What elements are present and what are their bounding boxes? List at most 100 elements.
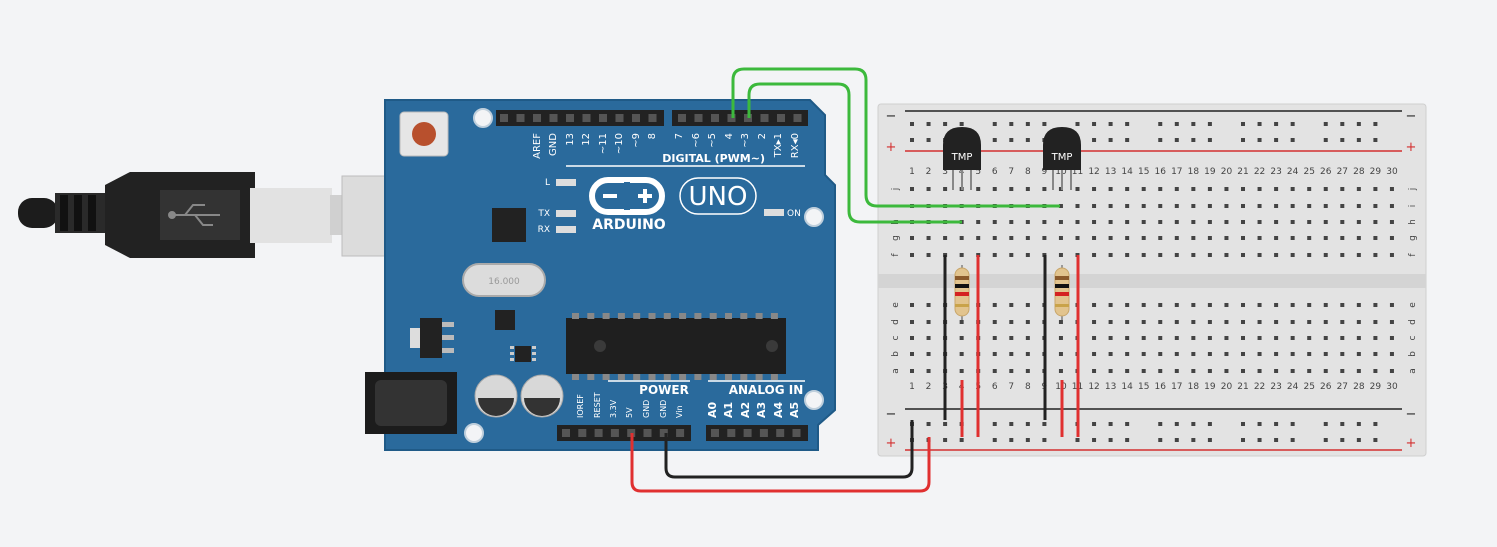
breadboard-hole[interactable] [910,253,914,257]
breadboard-hole[interactable] [1224,187,1229,191]
breadboard[interactable]: − − + + − − + + 112233445566778899101011… [877,103,1427,457]
breadboard-hole[interactable] [1307,204,1312,208]
breadboard-hole[interactable] [1323,187,1328,191]
breadboard-hole[interactable] [1174,369,1179,373]
breadboard-hole[interactable] [1174,303,1179,307]
breadboard-hole[interactable] [1356,438,1361,442]
breadboard-hole[interactable] [1009,187,1014,191]
breadboard-hole[interactable] [1340,320,1345,324]
breadboard-hole[interactable] [1323,204,1328,208]
breadboard-hole[interactable] [1092,138,1097,142]
header-pin[interactable] [727,429,736,437]
breadboard-hole[interactable] [1323,220,1328,224]
power-jumper-wire[interactable] [960,255,1080,437]
breadboard-hole[interactable] [992,369,997,373]
breadboard-hole[interactable] [1323,438,1328,442]
header-pin[interactable] [760,114,769,122]
breadboard-hole[interactable] [976,220,981,224]
breadboard-hole[interactable] [1323,253,1328,257]
breadboard-hole[interactable] [1191,204,1196,208]
breadboard-hole[interactable] [1207,336,1212,340]
breadboard-hole[interactable] [1290,369,1295,373]
header-pin[interactable] [562,429,570,437]
header-pin[interactable] [643,429,652,437]
breadboard-hole[interactable] [1257,303,1262,307]
breadboard-hole[interactable] [1274,220,1279,224]
breadboard-hole[interactable] [1092,336,1097,340]
breadboard-hole[interactable] [959,236,964,240]
breadboard-hole[interactable] [959,369,964,373]
header-pin[interactable] [676,429,685,437]
breadboard-hole[interactable] [1274,320,1279,324]
breadboard-hole[interactable] [1356,236,1361,240]
breadboard-hole[interactable] [1241,303,1245,307]
breadboard-hole[interactable] [1174,204,1179,208]
breadboard-hole[interactable] [1340,369,1345,373]
breadboard-hole[interactable] [1174,422,1179,426]
breadboard-hole[interactable] [1257,438,1262,442]
header-pin[interactable] [566,114,574,122]
breadboard-hole[interactable] [1025,236,1030,240]
breadboard-hole[interactable] [1042,187,1047,191]
breadboard-hole[interactable] [1241,122,1245,126]
temperature-sensor[interactable]: TMP [1043,127,1081,190]
breadboard-hole[interactable] [1158,236,1163,240]
breadboard-hole[interactable] [1025,422,1030,426]
breadboard-hole[interactable] [1323,122,1328,126]
breadboard-hole[interactable] [1025,336,1030,340]
breadboard-hole[interactable] [1108,187,1113,191]
breadboard-hole[interactable] [1274,422,1279,426]
breadboard-hole[interactable] [1092,220,1097,224]
breadboard-hole[interactable] [1307,220,1312,224]
breadboard-hole[interactable] [1274,369,1279,373]
breadboard-hole[interactable] [1373,204,1378,208]
breadboard-hole[interactable] [1191,422,1196,426]
breadboard-hole[interactable] [1158,122,1163,126]
breadboard-hole[interactable] [1356,352,1361,356]
breadboard-hole[interactable] [1058,236,1063,240]
breadboard-hole[interactable] [910,320,914,324]
breadboard-hole[interactable] [1389,369,1394,373]
breadboard-hole[interactable] [1356,187,1361,191]
breadboard-hole[interactable] [1009,422,1014,426]
breadboard-hole[interactable] [1108,422,1113,426]
breadboard-hole[interactable] [1323,303,1328,307]
breadboard-hole[interactable] [1340,253,1345,257]
breadboard-hole[interactable] [1207,303,1212,307]
breadboard-hole[interactable] [1307,303,1312,307]
breadboard-hole[interactable] [1241,320,1245,324]
breadboard-hole[interactable] [1290,253,1295,257]
header-pin[interactable] [776,429,785,437]
breadboard-hole[interactable] [992,303,997,307]
breadboard-hole[interactable] [1207,320,1212,324]
breadboard-hole[interactable] [1125,422,1130,426]
breadboard-hole[interactable] [1108,336,1113,340]
breadboard-hole[interactable] [1224,369,1229,373]
breadboard-hole[interactable] [1025,438,1030,442]
breadboard-hole[interactable] [1340,303,1345,307]
breadboard-hole[interactable] [1389,303,1394,307]
breadboard-hole[interactable] [1092,204,1097,208]
breadboard-hole[interactable] [1224,303,1229,307]
breadboard-hole[interactable] [1323,336,1328,340]
breadboard-hole[interactable] [1191,369,1196,373]
breadboard-hole[interactable] [959,320,964,324]
breadboard-hole[interactable] [1340,220,1345,224]
breadboard-hole[interactable] [1356,204,1361,208]
breadboard-hole[interactable] [1125,236,1130,240]
breadboard-hole[interactable] [1323,369,1328,373]
breadboard-hole[interactable] [1373,438,1378,442]
breadboard-hole[interactable] [926,187,931,191]
breadboard-hole[interactable] [1274,336,1279,340]
breadboard-hole[interactable] [1207,352,1212,356]
breadboard-hole[interactable] [1125,320,1130,324]
breadboard-hole[interactable] [1125,438,1130,442]
header-pin[interactable] [777,114,785,122]
breadboard-hole[interactable] [1373,422,1378,426]
breadboard-hole[interactable] [1373,220,1378,224]
breadboard-hole[interactable] [1356,220,1361,224]
gnd-wire[interactable] [664,420,914,479]
usb-cable[interactable] [18,172,342,258]
breadboard-hole[interactable] [992,236,997,240]
breadboard-hole[interactable] [1241,352,1245,356]
